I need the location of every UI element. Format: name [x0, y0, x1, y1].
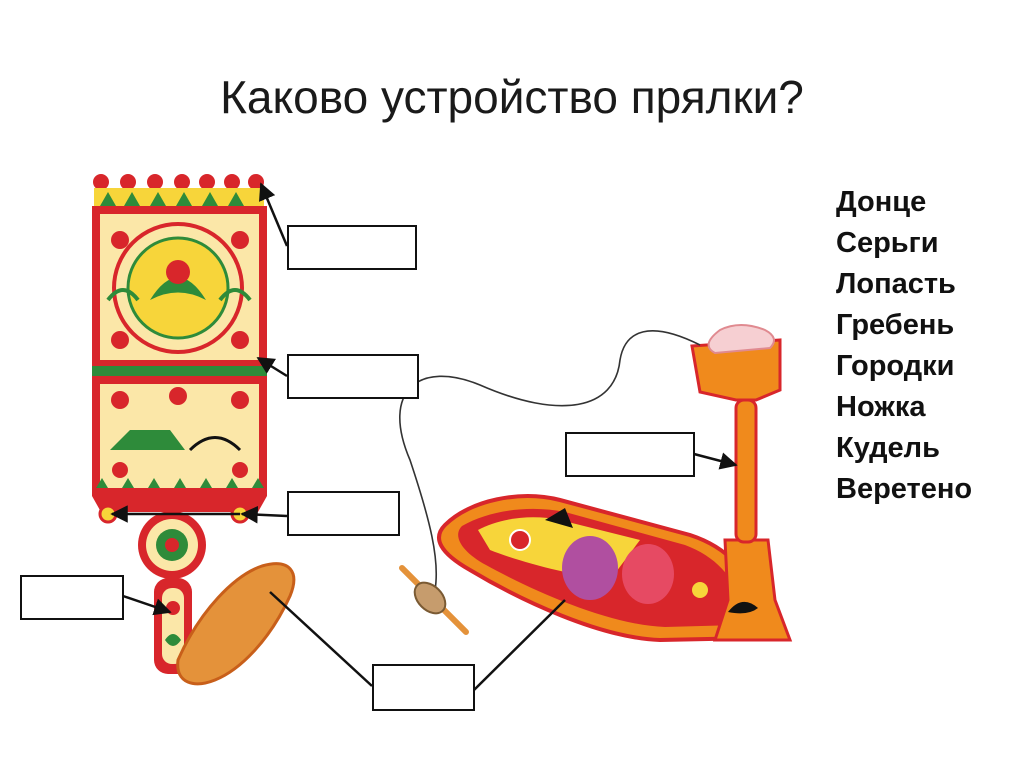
term-item: Городки [836, 350, 955, 382]
term-item: Гребень [836, 309, 955, 341]
term-item: Серьги [836, 227, 939, 259]
answer-box-bottom[interactable] [372, 664, 475, 711]
comb-icon [690, 324, 793, 642]
donce-board [176, 562, 296, 686]
distaff-icon [92, 174, 267, 674]
term-item: Ножка [836, 391, 926, 423]
answer-box-mid[interactable] [287, 354, 419, 399]
spindle-icon [399, 565, 469, 635]
term-list: Донце Серьги Лопасть Гребень Городки Нож… [836, 182, 972, 510]
thread-line [399, 330, 701, 591]
gorodki-balls [93, 174, 264, 206]
term-item: Лопасть [836, 268, 956, 300]
answer-box-comb[interactable] [565, 432, 695, 477]
answer-box-earrings[interactable] [287, 491, 400, 536]
term-item: Донце [836, 186, 927, 218]
pointer-lines [110, 182, 738, 691]
answer-box-top[interactable] [287, 225, 417, 270]
slide-title: Каково устройство прялки? [220, 71, 804, 123]
term-item: Веретено [836, 473, 973, 505]
answer-box-neck[interactable] [20, 575, 124, 620]
term-item: Кудель [836, 432, 940, 464]
spinning-board-icon [437, 494, 757, 643]
